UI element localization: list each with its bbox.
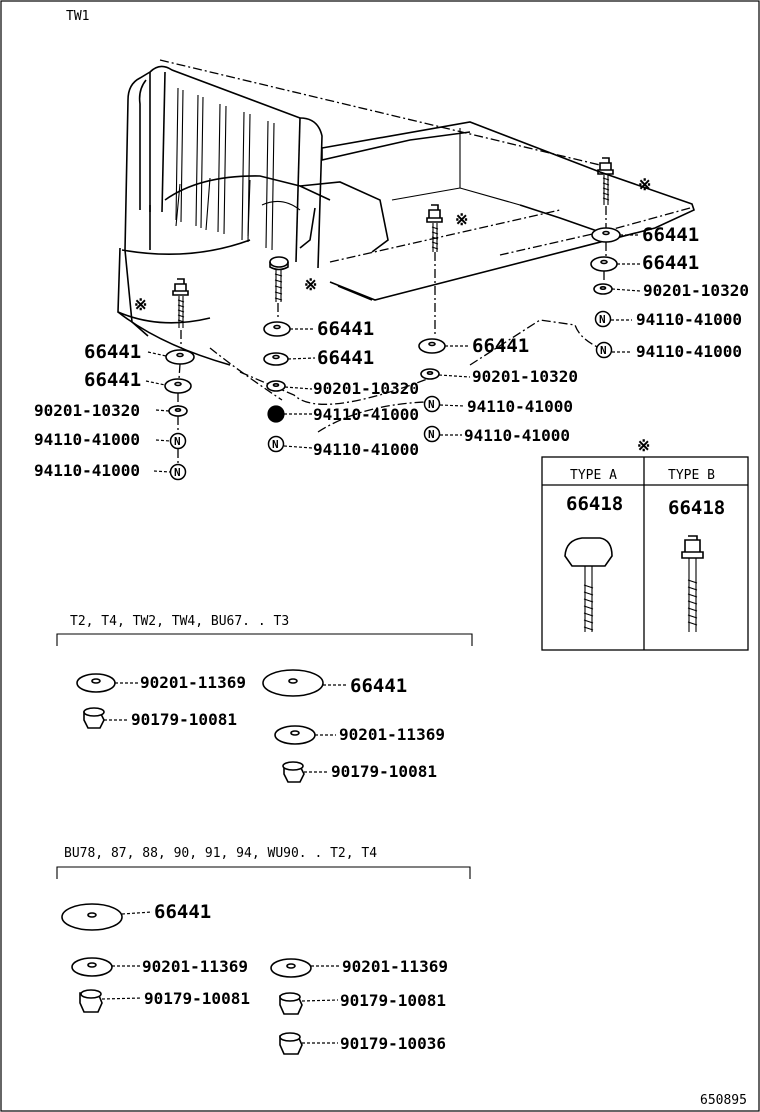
truck-bed-illustration <box>117 59 695 433</box>
left-stack <box>145 349 195 481</box>
part-label-90201-10320: 90201-10320 <box>643 281 749 300</box>
part-label-66441: 66441 <box>642 252 699 274</box>
asterisk-mark: ※ <box>134 295 147 314</box>
right-stack <box>590 227 641 359</box>
type-a-part-label: 66418 <box>566 493 623 515</box>
part-label-90179-10036: 90179-10036 <box>340 1034 446 1053</box>
nut-symbol: N <box>272 438 279 451</box>
bolt-center <box>426 204 443 335</box>
figure-number: 650895 <box>700 1093 747 1108</box>
part-label-94110-41000: 94110-41000 <box>313 405 419 424</box>
part-label-94110-41000: 94110-41000 <box>467 397 573 416</box>
part-label-90201-11369: 90201-11369 <box>342 957 448 976</box>
part-label-90201-10320: 90201-10320 <box>472 367 578 386</box>
part-label-94110-41000: 94110-41000 <box>464 426 570 445</box>
part-label-90179-10081: 90179-10081 <box>331 762 437 781</box>
section1-header: T2, T4, TW2, TW4, BU67. . T3 <box>70 614 289 629</box>
part-label-66441: 66441 <box>84 341 141 363</box>
part-label-94110-41000: 94110-41000 <box>34 461 140 480</box>
part-label-90179-10081: 90179-10081 <box>340 991 446 1010</box>
part-label-66441: 66441 <box>317 318 374 340</box>
nut-symbol: N <box>174 466 181 479</box>
type-b-header: TYPE B <box>668 468 715 483</box>
middle-stack <box>263 321 316 453</box>
nut-symbol: N <box>428 398 435 411</box>
part-label-90201-11369: 90201-11369 <box>140 673 246 692</box>
part-label-66441: 66441 <box>84 369 141 391</box>
part-label-66441: 66441 <box>154 901 211 923</box>
bolt-right <box>597 157 614 228</box>
section2-parts <box>61 903 340 1055</box>
center-stack <box>418 338 471 443</box>
nut-symbol: N <box>600 344 607 357</box>
part-label-90201-11369: 90201-11369 <box>142 957 248 976</box>
part-label-94110-41000: 94110-41000 <box>636 342 742 361</box>
asterisk-mark: ※ <box>637 436 650 455</box>
bolt-left <box>172 278 189 348</box>
nut-symbol: N <box>174 435 181 448</box>
part-label-66441: 66441 <box>317 347 374 369</box>
part-label-94110-41000: 94110-41000 <box>313 440 419 459</box>
section1-parts <box>76 669 348 783</box>
section1-bracket <box>56 633 473 646</box>
type-b-part-label: 66418 <box>668 497 725 519</box>
bolt-middle <box>269 256 289 320</box>
part-label-66441: 66441 <box>642 224 699 246</box>
asterisk-mark: ※ <box>455 210 468 229</box>
asterisk-mark: ※ <box>638 175 651 194</box>
section2-header: BU78, 87, 88, 90, 91, 94, WU90. . T2, T4 <box>64 846 377 861</box>
nut-symbol: N <box>599 313 606 326</box>
part-label-90179-10081: 90179-10081 <box>144 989 250 1008</box>
section2-bracket <box>56 866 471 879</box>
part-label-90201-10320: 90201-10320 <box>313 379 419 398</box>
part-label-66441: 66441 <box>350 675 407 697</box>
type-a-header: TYPE A <box>570 468 617 483</box>
nut-symbol: N <box>428 428 435 441</box>
asterisk-mark: ※ <box>304 275 317 294</box>
type-table: ※ <box>541 436 749 651</box>
part-label-66441: 66441 <box>472 335 529 357</box>
part-label-94110-41000: 94110-41000 <box>636 310 742 329</box>
part-label-94110-41000: 94110-41000 <box>34 430 140 449</box>
diagram-id: TW1 <box>66 9 89 24</box>
part-label-90201-10320: 90201-10320 <box>34 401 140 420</box>
part-label-90179-10081: 90179-10081 <box>131 710 237 729</box>
part-label-90201-11369: 90201-11369 <box>339 725 445 744</box>
